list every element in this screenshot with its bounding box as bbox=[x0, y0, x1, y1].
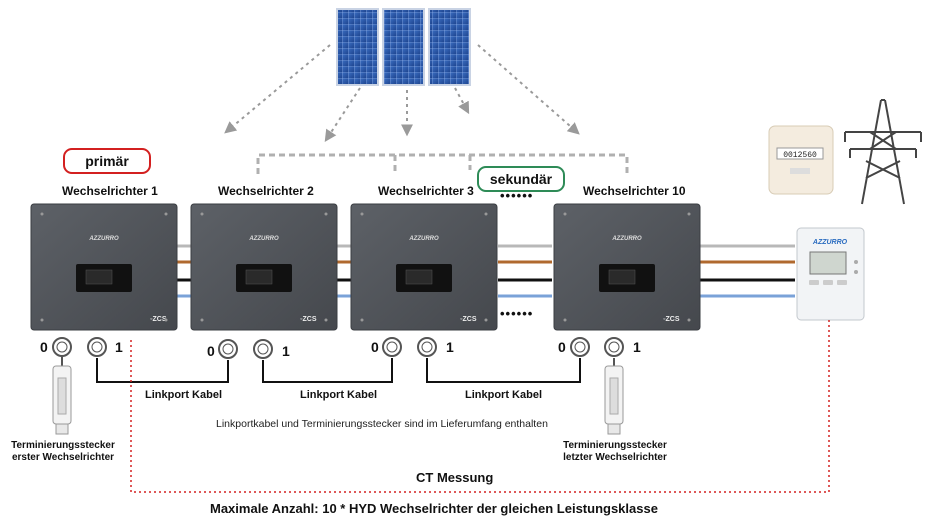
secondary-tag: sekundär bbox=[477, 166, 565, 192]
port-one-label: 1 bbox=[115, 339, 123, 355]
terminator-last-line2: letzter Wechselrichter bbox=[563, 452, 667, 463]
meter-brand: AZZURRO bbox=[812, 239, 848, 246]
grid-meter-icon: 0012560 bbox=[768, 125, 834, 195]
inverter-icon: AZZURRO ◦ZCS bbox=[30, 203, 178, 331]
inverter-icon: AZZURRO ◦ZCS bbox=[553, 203, 701, 331]
ellipsis-top: •••••• bbox=[500, 188, 534, 203]
link-cables bbox=[96, 358, 581, 383]
link-cable-label: Linkport Kabel bbox=[465, 389, 543, 401]
port-one-label: 1 bbox=[446, 339, 454, 355]
dc-arrows bbox=[224, 44, 580, 143]
terminator-last-line1: Terminierungsstecker bbox=[563, 440, 667, 451]
inverter-3-title: Wechselrichter 3 bbox=[378, 184, 474, 198]
ellipsis-bottom: •••••• bbox=[500, 306, 534, 321]
port-one-label: 1 bbox=[633, 339, 641, 355]
inverter-brand: AZZURRO bbox=[248, 236, 279, 242]
ct-measurement-line bbox=[130, 320, 830, 493]
inverter-brand: AZZURRO bbox=[611, 236, 642, 242]
footer-caption: Maximale Anzahl: 10 * HYD Wechselrichter… bbox=[210, 501, 658, 516]
inverter-logo: ◦ZCS bbox=[663, 316, 680, 323]
inverter-brand: AZZURRO bbox=[408, 236, 439, 242]
link-cable-label: Linkport Kabel bbox=[300, 389, 378, 401]
terminator-last-caption: Terminierungsstecker letzter Wechselrich… bbox=[562, 440, 668, 464]
solar-panel-icon bbox=[336, 8, 471, 86]
grid-meter-digits: 0012560 bbox=[783, 151, 817, 160]
port-one-label: 1 bbox=[282, 343, 290, 359]
delivery-note: Linkportkabel und Terminierungsstecker s… bbox=[216, 418, 548, 430]
port-zero-label: 0 bbox=[558, 339, 566, 355]
inverter-icon: AZZURRO ◦ZCS bbox=[350, 203, 498, 331]
inverter-icon: AZZURRO ◦ZCS bbox=[190, 203, 338, 331]
ac-cables bbox=[176, 244, 795, 298]
inverter-logo: ◦ZCS bbox=[150, 316, 167, 323]
ct-measurement-label: CT Messung bbox=[416, 470, 494, 485]
inverter-10-title: Wechselrichter 10 bbox=[583, 184, 686, 198]
termination-plug-icon bbox=[604, 358, 624, 435]
terminator-first-caption: Terminierungsstecker erster Wechselricht… bbox=[10, 440, 116, 464]
terminator-first-line2: erster Wechselrichter bbox=[11, 452, 115, 463]
termination-plug-icon bbox=[52, 357, 72, 435]
power-pylon-icon bbox=[844, 99, 922, 205]
energy-meter-icon: AZZURRO bbox=[796, 227, 865, 321]
port-zero-label: 0 bbox=[207, 343, 215, 359]
inverter-1-title: Wechselrichter 1 bbox=[62, 184, 158, 198]
link-cable-label: Linkport Kabel bbox=[145, 389, 223, 401]
port-zero-label: 0 bbox=[371, 339, 379, 355]
inverter-2-title: Wechselrichter 2 bbox=[218, 184, 314, 198]
terminator-first-line1: Terminierungsstecker bbox=[11, 440, 115, 451]
inverter-logo: ◦ZCS bbox=[300, 316, 317, 323]
inverter-brand: AZZURRO bbox=[88, 236, 119, 242]
inverter-logo: ◦ZCS bbox=[460, 316, 477, 323]
primary-tag: primär bbox=[63, 148, 151, 174]
link-port-icon bbox=[52, 337, 624, 359]
communication-bus bbox=[256, 153, 629, 174]
port-zero-label: 0 bbox=[40, 339, 48, 355]
